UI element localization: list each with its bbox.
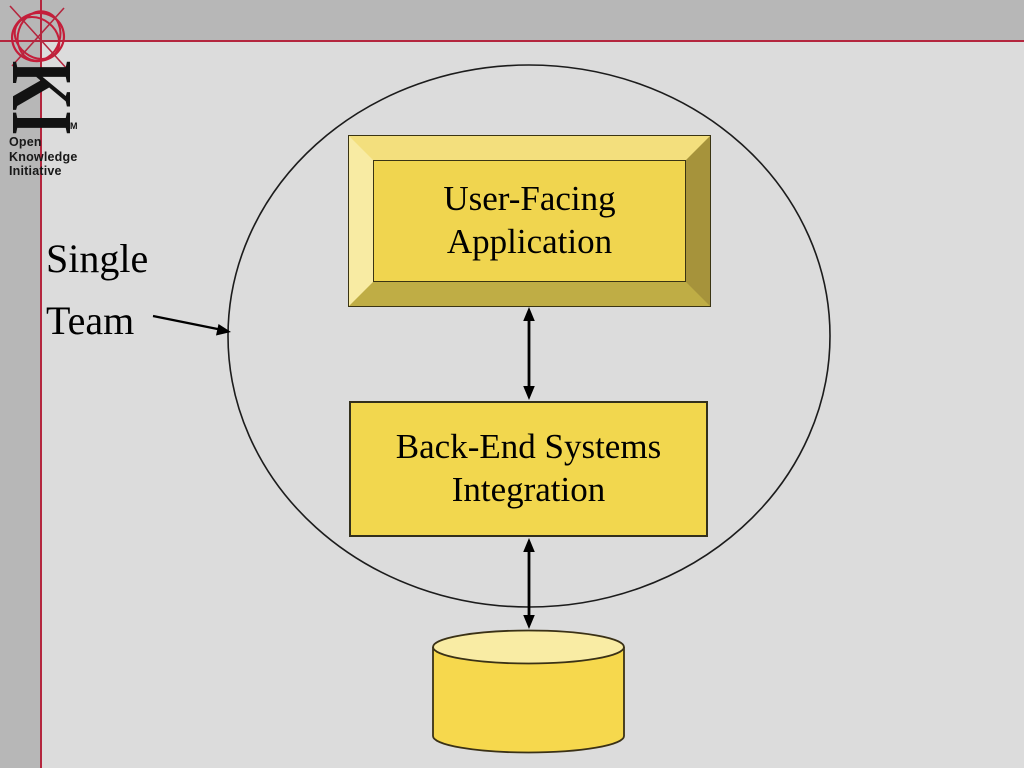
user-facing-application-face: User-Facing Application [373, 160, 686, 282]
box-label-line: Integration [451, 470, 606, 509]
backend-integration-box: Back-End Systems Integration [349, 401, 708, 537]
oki-wordmark: Open Knowledge Initiative [9, 135, 77, 179]
arrow-app-backend [523, 307, 535, 400]
backend-integration-label: Back-End Systems Integration [396, 426, 661, 511]
database-cylinder-icon [432, 629, 625, 754]
arrow-backend-datastore [523, 538, 535, 629]
crosshair-diagonal-icon [11, 7, 65, 67]
trademark-mark: TM [64, 121, 78, 131]
oki-wordmark-line: Knowledge [9, 149, 78, 164]
horizontal-red-rule [0, 40, 1024, 42]
single-team-label-line: Single [46, 236, 149, 281]
single-team-label-line: Team [46, 298, 135, 343]
box-label-line: Back-End Systems [395, 427, 662, 467]
user-facing-application-label: User-Facing Application [443, 178, 615, 263]
oki-wordmark-line: Open [9, 135, 42, 149]
user-facing-application-box: User-Facing Application [348, 135, 711, 307]
globe-icon [10, 10, 66, 63]
top-margin-band [0, 0, 1024, 40]
box-label-line: User-Facing [443, 179, 616, 219]
box-label-line: Application [446, 222, 613, 261]
crosshair-diagonal-icon [9, 5, 69, 71]
oki-wordmark-line: Initiative [9, 164, 62, 178]
vertical-red-rule [40, 0, 42, 768]
single-team-label: Single Team [46, 228, 148, 352]
single-team-arrow [152, 314, 231, 336]
left-margin-band [0, 0, 40, 768]
